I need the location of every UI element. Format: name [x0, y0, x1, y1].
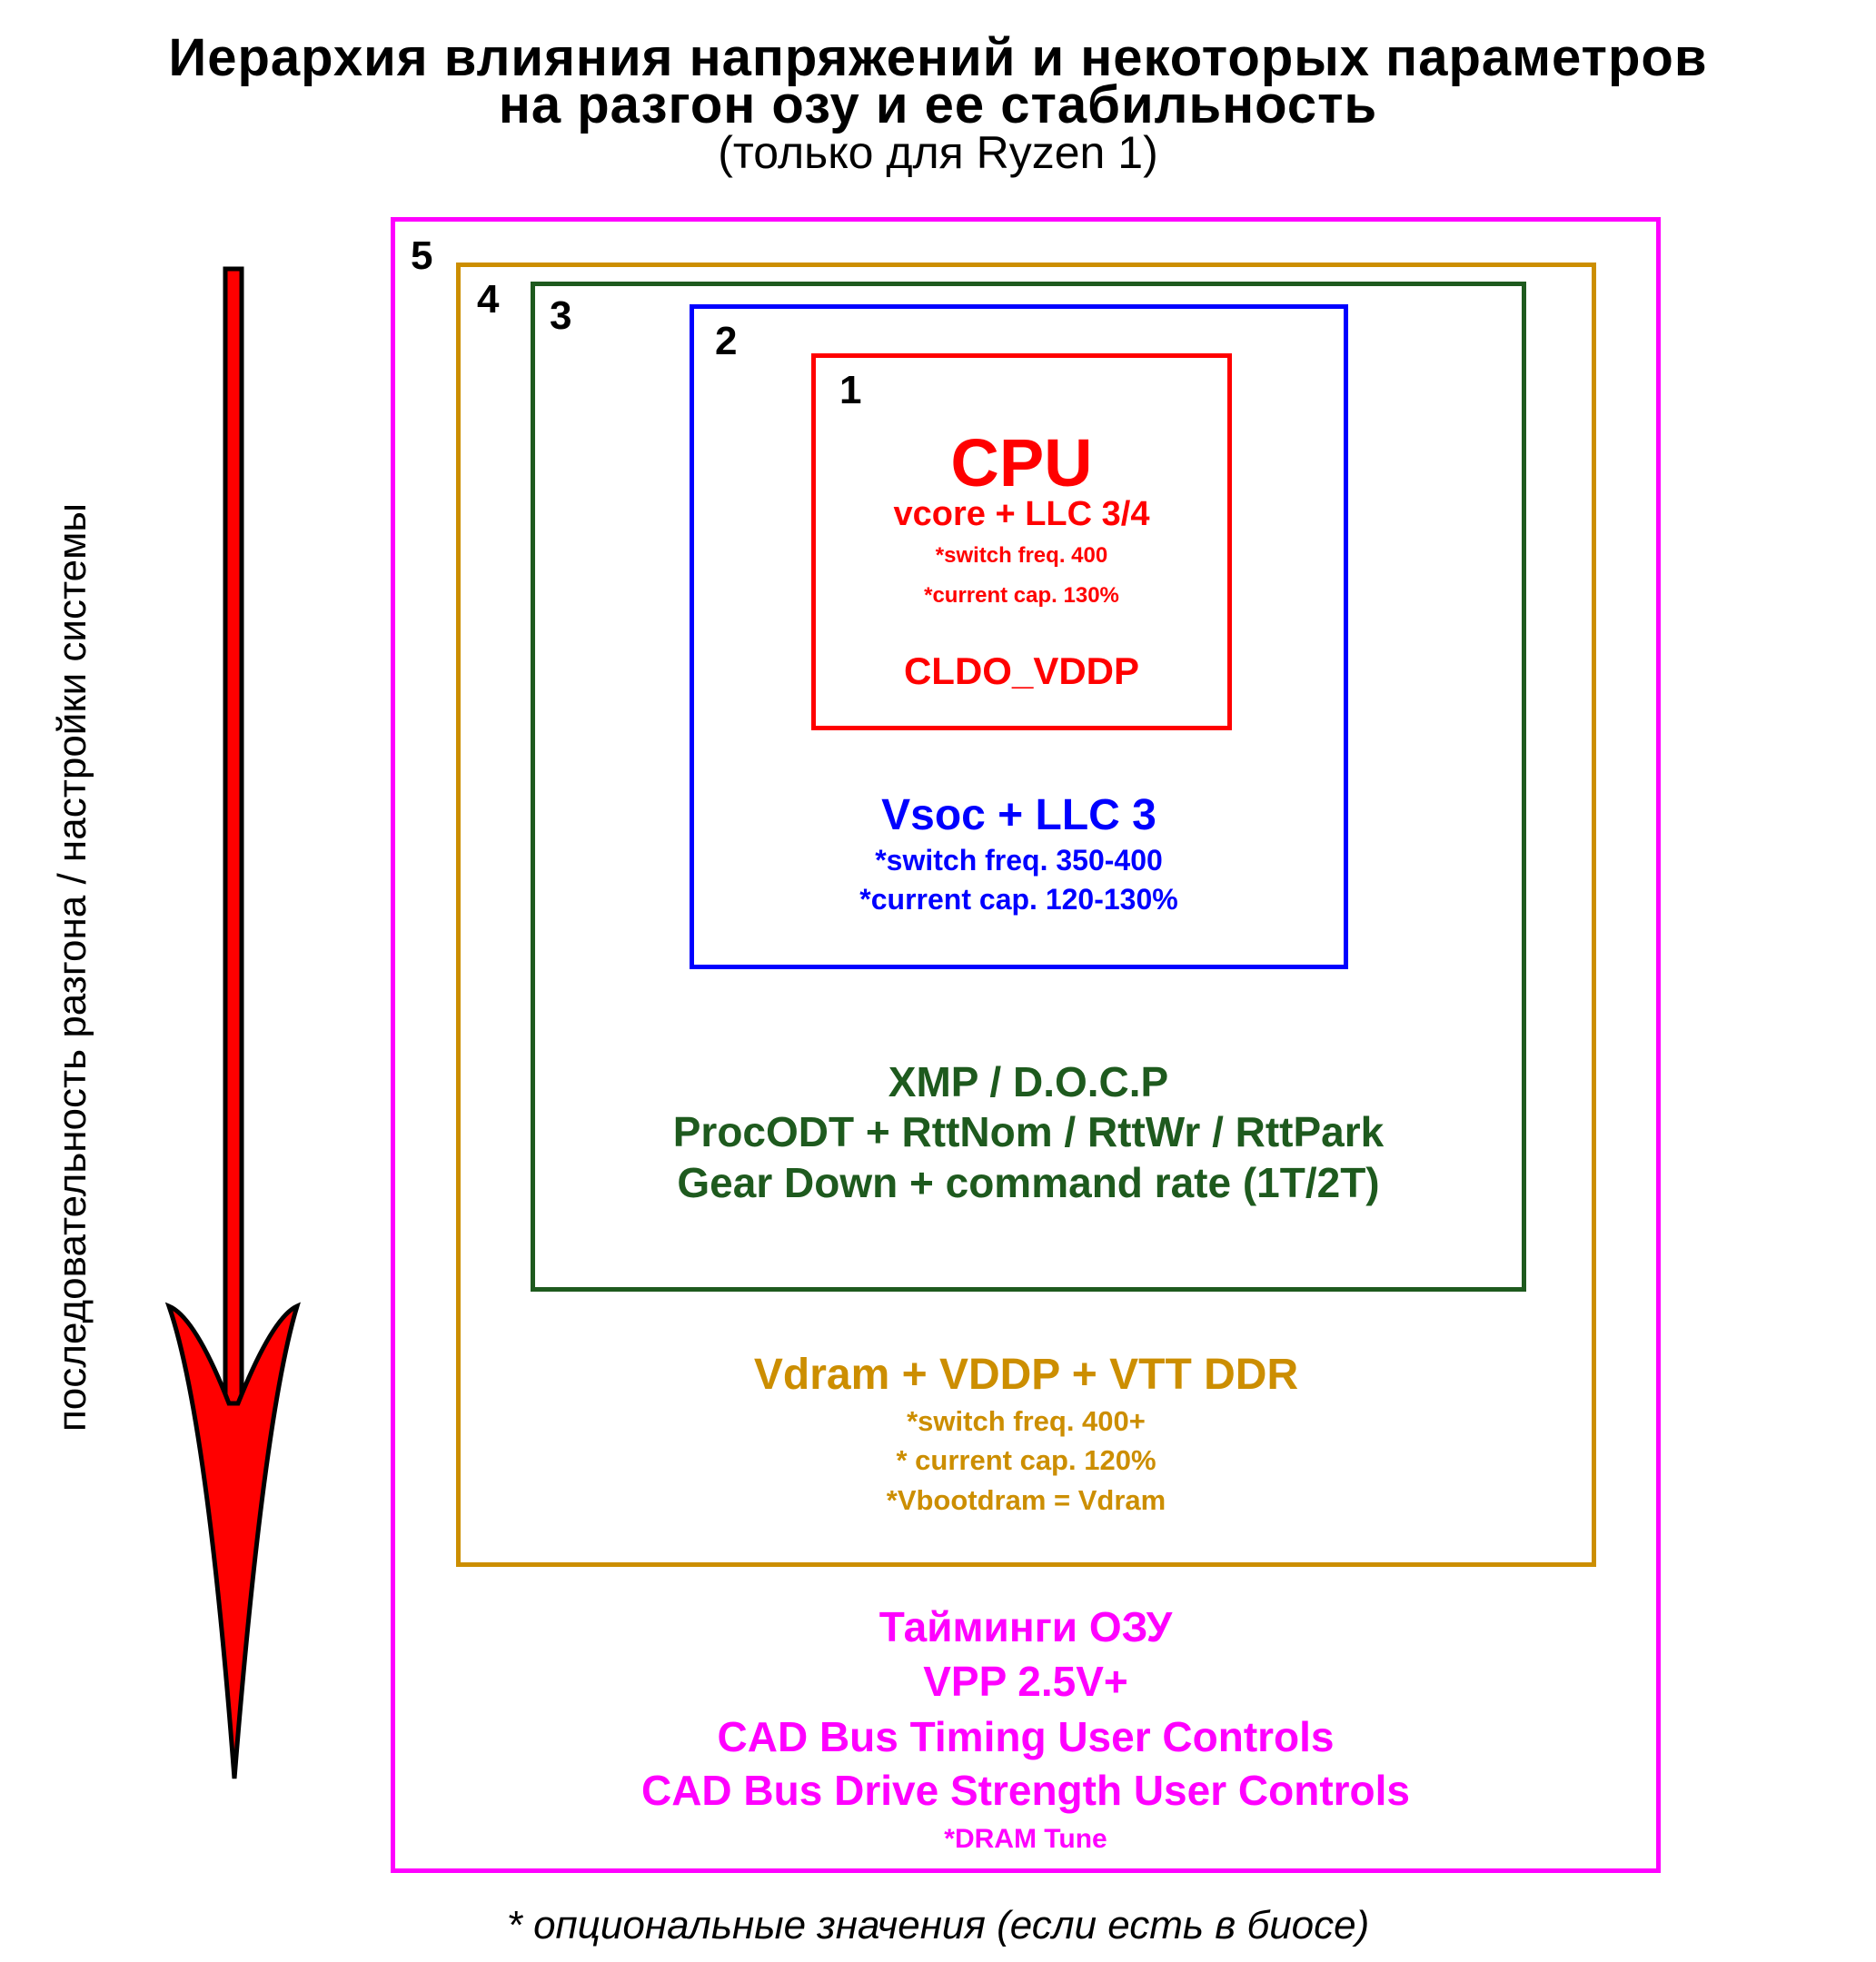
level-2-line: *switch freq. 350-400 — [875, 844, 1163, 877]
level-5-line: CAD Bus Drive Strength User Controls — [640, 1767, 1410, 1814]
level-3-box — [531, 282, 1526, 1292]
level-2-line: *current cap. 120-130% — [859, 883, 1178, 916]
level-4-line: *Vbootdram = Vdram — [886, 1484, 1166, 1516]
level-4-line: *switch freq. 400+ — [907, 1405, 1146, 1437]
level-3-line: ProcODT + RttNom / RttWr / RttPark — [672, 1108, 1385, 1155]
level-1-number: 1 — [839, 368, 862, 412]
level-1-line: *current cap. 130% — [924, 583, 1119, 608]
arrow-shaft — [223, 266, 244, 1407]
level-3-line: Gear Down + command rate (1T/2T) — [677, 1159, 1380, 1206]
level-5-line: CAD Bus Timing User Controls — [717, 1713, 1335, 1760]
diagram-title-line-2: на разгон озу и ее стабильность — [498, 75, 1378, 134]
diagram-title-line-1: Иерархия влияния напряжений и некоторых … — [168, 28, 1708, 87]
level-1-line: CLDO_VDDP — [903, 649, 1140, 692]
level-2-number: 2 — [715, 319, 738, 363]
level-5-box — [391, 217, 1661, 1873]
level-5-number: 5 — [411, 233, 433, 278]
level-2-heading: Vsoc + LLC 3 — [881, 791, 1156, 839]
level-1-box — [811, 353, 1232, 730]
level-1-heading: CPU — [950, 425, 1093, 500]
arrow-head — [164, 1302, 301, 1779]
level-4-box — [456, 263, 1596, 1567]
down-arrow-icon — [164, 266, 301, 1779]
level-3-number: 3 — [550, 293, 572, 338]
level-5-heading: Тайминги ОЗУ — [878, 1603, 1173, 1650]
level-4-number: 4 — [477, 277, 500, 322]
level-5-line: *DRAM Tune — [944, 1824, 1107, 1854]
footnote: * опциональные значения (если есть в био… — [506, 1903, 1370, 1947]
level-4-heading: Vdram + VDDP + VTT DDR — [753, 1351, 1299, 1399]
level-1-line: vcore + LLC 3/4 — [893, 495, 1150, 533]
level-5-line: VPP 2.5V+ — [923, 1658, 1128, 1705]
diagram-subtitle: (только для Ryzen 1) — [718, 127, 1158, 178]
level-1-line: *switch freq. 400 — [935, 543, 1108, 568]
level-4-line: * current cap. 120% — [896, 1444, 1156, 1476]
level-3-line: XMP / D.O.C.P — [888, 1058, 1169, 1105]
level-2-box — [690, 304, 1348, 969]
